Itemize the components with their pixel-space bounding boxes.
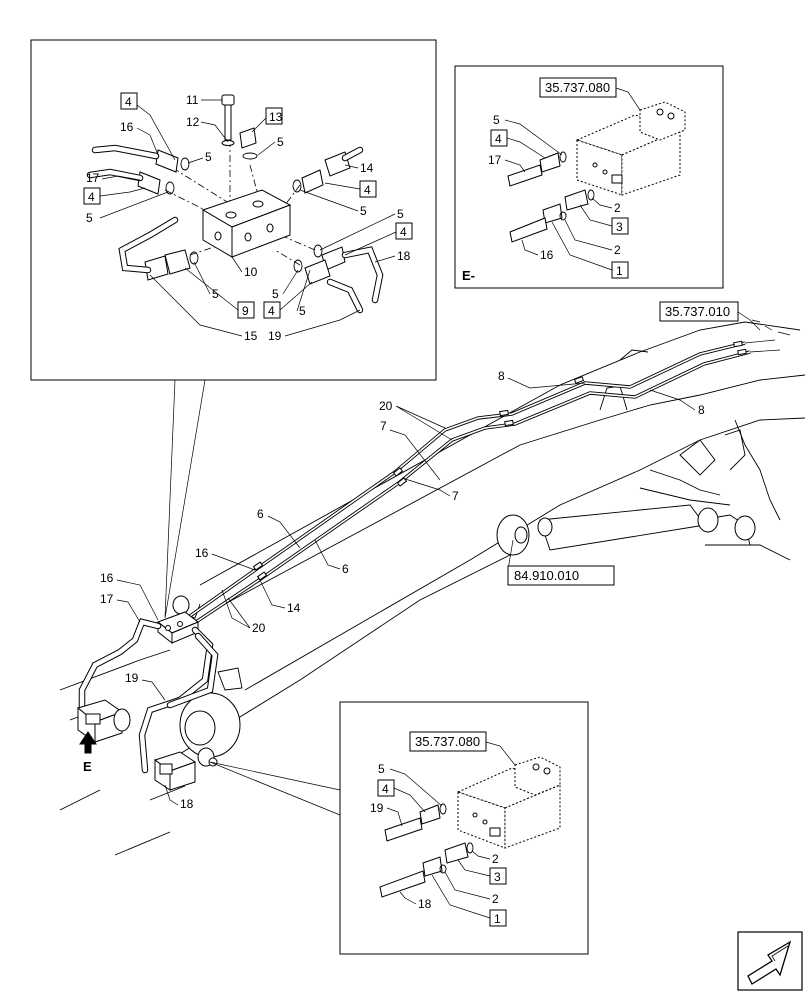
- tl-label-14: 14: [360, 161, 374, 175]
- ref-35737010: 35.737.010: [659, 301, 761, 331]
- tl-label-4b: 4: [88, 190, 95, 204]
- tl-label-5d: 5: [360, 204, 367, 218]
- tl-label-5a: 5: [277, 135, 284, 149]
- tl-label-19: 19: [268, 329, 282, 343]
- tl-label-5h: 5: [299, 304, 306, 318]
- tl-label-5b: 5: [205, 150, 212, 164]
- boom-valve-block: [78, 611, 219, 774]
- ref-84910010-text: 84.910.010: [514, 568, 579, 583]
- tl-label-5f: 5: [212, 287, 219, 301]
- bt-label-19: 19: [370, 801, 384, 815]
- detail-leaders: [164, 379, 341, 816]
- tr-label-1: 1: [616, 264, 623, 278]
- tl-label-18: 18: [397, 249, 411, 263]
- detail-box-top-left: 11 12 13 5 4 16 5 17 4 5 14 4 5 5 4 18: [30, 39, 437, 381]
- detail-box-top-right: 35.737.080 5 4 17 2 3 2 16: [454, 65, 724, 289]
- tl-label-4a: 4: [125, 95, 132, 109]
- tl-label-5c: 5: [86, 211, 93, 225]
- ref-35737010-text: 35.737.010: [665, 304, 730, 319]
- view-label-e: E: [83, 759, 92, 774]
- main-view-labels: 8 8 20 7 7 6 6 16 14 20 16 17 19 18: [100, 369, 705, 811]
- tr-label-3: 3: [616, 220, 623, 234]
- label-8a: 8: [498, 369, 505, 383]
- bt-ref-35737080: 35.737.080: [415, 734, 480, 749]
- tr-ref-35737080: 35.737.080: [545, 80, 610, 95]
- tr-label-2b: 2: [614, 243, 621, 257]
- bt-label-5: 5: [378, 762, 385, 776]
- boom-structure: [59, 321, 806, 856]
- tl-label-13: 13: [269, 110, 283, 124]
- boom-pipes: [189, 319, 791, 626]
- label-17: 17: [100, 592, 114, 606]
- tl-label-4e: 4: [268, 304, 275, 318]
- bt-label-3: 3: [494, 870, 501, 884]
- tr-view-tag: E-: [462, 268, 475, 283]
- label-20a: 20: [379, 399, 393, 413]
- tl-label-17: 17: [86, 171, 100, 185]
- label-6b: 6: [342, 562, 349, 576]
- bt-label-4: 4: [382, 782, 389, 796]
- label-8b: 8: [698, 403, 705, 417]
- label-7a: 7: [380, 419, 387, 433]
- bt-label-2b: 2: [492, 892, 499, 906]
- label-7b: 7: [452, 489, 459, 503]
- bt-label-2a: 2: [492, 852, 499, 866]
- tr-label-16: 16: [540, 248, 554, 262]
- label-14: 14: [287, 601, 301, 615]
- bt-label-18: 18: [418, 897, 432, 911]
- tr-label-5: 5: [493, 113, 500, 127]
- tl-label-5e: 5: [397, 207, 404, 221]
- tl-label-9: 9: [242, 304, 249, 318]
- label-18: 18: [180, 797, 194, 811]
- tl-label-5g: 5: [272, 287, 279, 301]
- tl-label-11: 11: [186, 93, 199, 107]
- tr-label-17: 17: [488, 153, 502, 167]
- next-page-arrow-icon[interactable]: [737, 931, 803, 991]
- label-20b: 20: [252, 621, 266, 635]
- tl-label-16: 16: [120, 120, 134, 134]
- label-6a: 6: [257, 507, 264, 521]
- tl-label-4d: 4: [400, 225, 407, 239]
- tl-label-4c: 4: [364, 183, 371, 197]
- tr-label-2a: 2: [614, 201, 621, 215]
- label-16a: 16: [195, 546, 209, 560]
- tl-label-15: 15: [244, 329, 258, 343]
- control-valve-right: [153, 751, 197, 791]
- tl-label-12: 12: [186, 115, 200, 129]
- label-16b: 16: [100, 571, 114, 585]
- ref-84910010: 84.910.010: [507, 539, 615, 586]
- control-valve-left: [76, 699, 131, 743]
- label-19: 19: [125, 671, 139, 685]
- view-arrow-e: E: [79, 731, 97, 774]
- tl-label-10: 10: [244, 265, 258, 279]
- detail-box-bottom: 35.737.080 5 4 19 2 3 2 18: [339, 701, 589, 955]
- bt-label-1: 1: [494, 912, 501, 926]
- tr-label-4: 4: [495, 132, 502, 146]
